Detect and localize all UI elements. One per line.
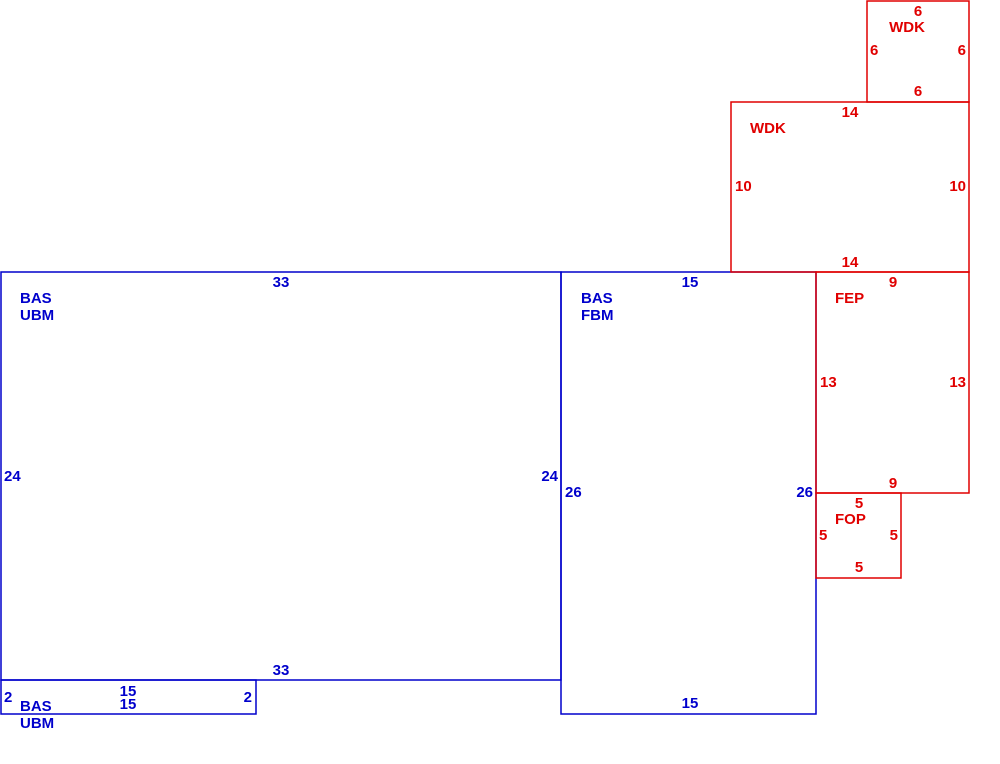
area-wdk-small-outline	[866, 0, 970, 103]
area-code-fep: FEP	[835, 290, 864, 307]
dimension-bottom: 33	[273, 662, 290, 679]
area-code-ubm: UBM	[20, 715, 54, 732]
area-fep: FEP 9 9 13 13	[815, 271, 970, 494]
dimension-right: 24	[541, 468, 558, 485]
dimension-top: 14	[842, 104, 859, 121]
dimension-bottom: 15	[682, 695, 699, 712]
dimension-right: 10	[949, 178, 966, 195]
area-bas-fbm: BAS FBM 15 15 26 26	[560, 271, 817, 715]
area-bas-ubm-main: BAS UBM 33 33 24 24	[0, 271, 562, 681]
area-code-fop: FOP	[835, 511, 866, 528]
dimension-bottom: 15	[120, 696, 137, 713]
dimension-right: 5	[890, 527, 898, 544]
area-fop-outline	[815, 492, 902, 579]
area-code-fbm: FBM	[581, 307, 614, 324]
dimension-left: 10	[735, 178, 752, 195]
dimension-right: 13	[949, 374, 966, 391]
dimension-right: 6	[958, 42, 966, 59]
dimension-top: 6	[914, 3, 922, 20]
area-code-bas: BAS	[20, 698, 52, 715]
area-code-bas: BAS	[581, 290, 613, 307]
dimension-right: 2	[244, 689, 252, 706]
area-wdk-small: WDK 6 6 6 6	[866, 0, 970, 103]
area-bas-ubm-strip-outline	[0, 679, 257, 715]
dimension-top: 5	[855, 495, 863, 512]
dimension-bottom: 9	[889, 475, 897, 492]
dimension-top: 15	[120, 683, 137, 700]
area-fop: FOP 5 5 5 5	[815, 492, 902, 579]
dimension-left: 5	[819, 527, 827, 544]
dimension-left: 24	[4, 468, 21, 485]
dimension-top: 9	[889, 274, 897, 291]
area-wdk-large: WDK 14 14 10 10	[730, 101, 970, 273]
area-bas-ubm-strip: BAS UBM 15 15 2 2	[0, 679, 257, 732]
dimension-left: 26	[565, 484, 582, 501]
area-code-wdk: WDK	[889, 19, 925, 36]
area-code-bas: BAS	[20, 290, 52, 307]
area-code-ubm: UBM	[20, 307, 54, 324]
dimension-right: 26	[796, 484, 813, 501]
dimension-left: 13	[820, 374, 837, 391]
dimension-left: 6	[870, 42, 878, 59]
area-code-wdk: WDK	[750, 120, 786, 137]
dimension-top: 15	[682, 274, 699, 291]
dimension-left: 2	[4, 689, 12, 706]
dimension-bottom: 6	[914, 83, 922, 100]
area-bas-ubm-main-outline	[0, 271, 562, 681]
dimension-bottom: 5	[855, 559, 863, 576]
dimension-bottom: 14	[842, 254, 859, 271]
area-bas-fbm-outline	[560, 271, 817, 715]
dimension-top: 33	[273, 274, 290, 291]
